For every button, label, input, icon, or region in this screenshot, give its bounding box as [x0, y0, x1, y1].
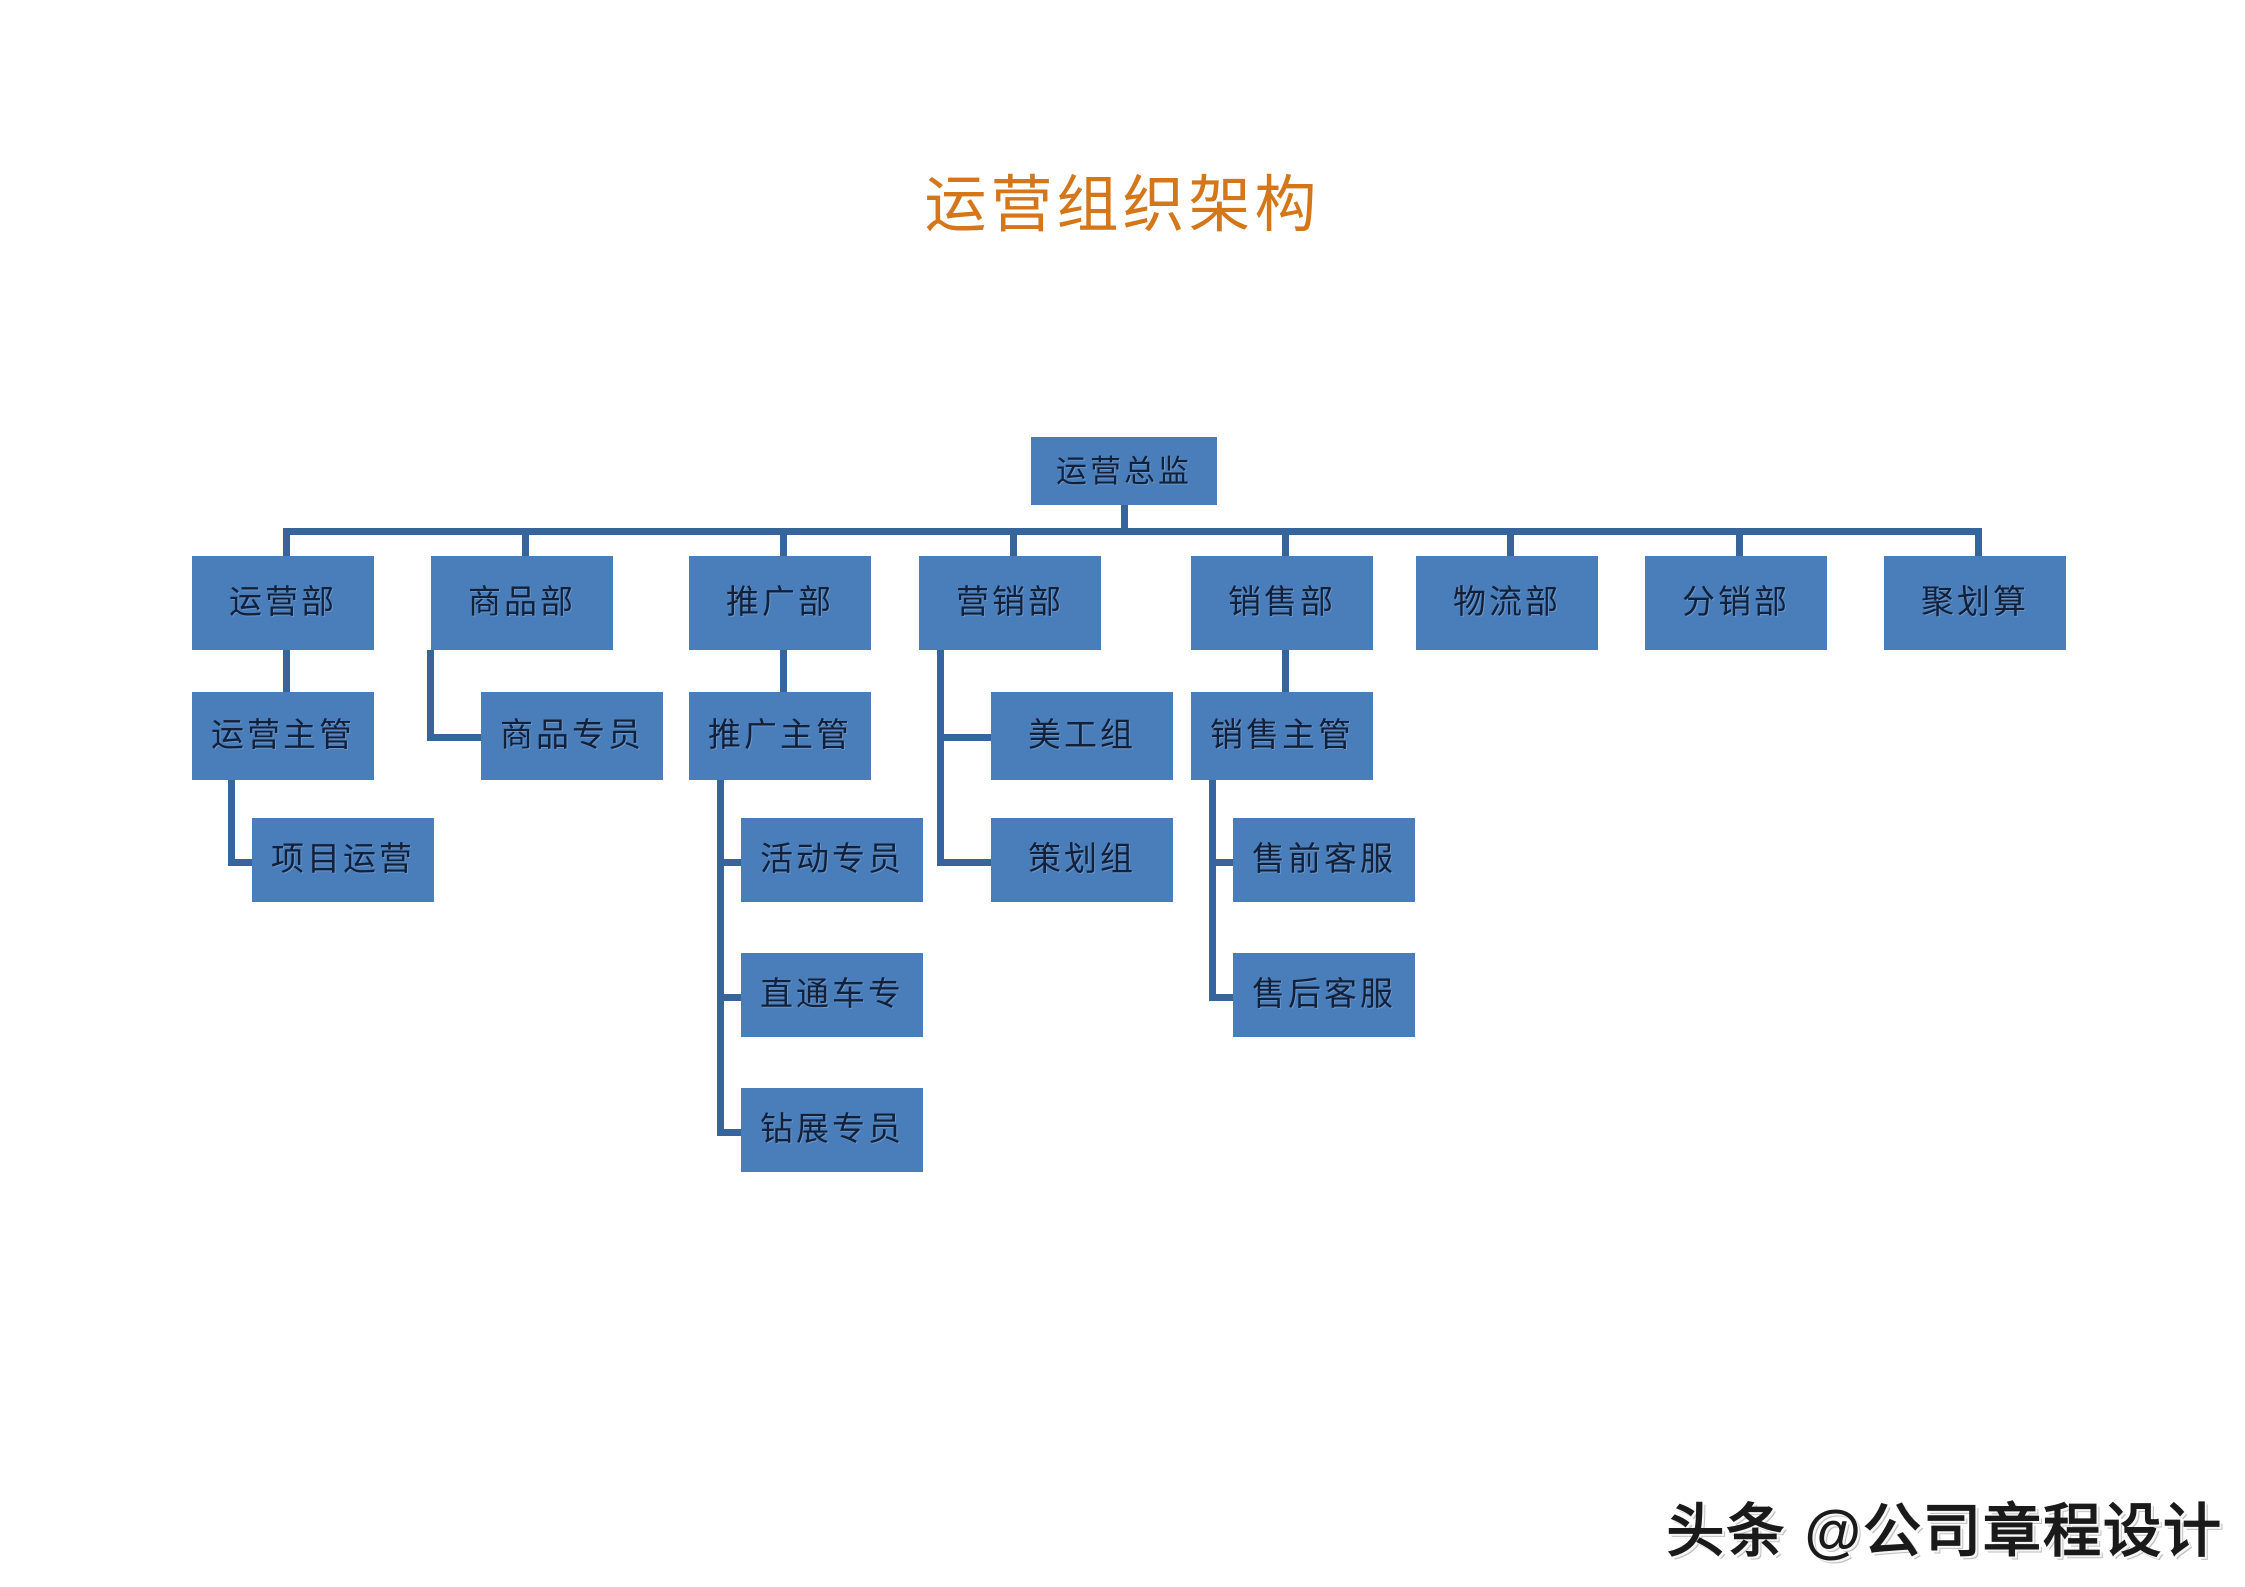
connector-promosup-trunk	[717, 780, 724, 1135]
page-title: 运营组织架构	[924, 172, 1321, 240]
node-dept-sales[interactable]: 销售部	[1191, 556, 1373, 650]
connector-bus-to-distribution	[1736, 528, 1743, 556]
node-promotion-supervisor[interactable]: 推广主管	[689, 692, 871, 780]
node-presale-service[interactable]: 售前客服	[1233, 818, 1415, 902]
watermark: 头条 @公司章程设计	[1666, 1499, 2223, 1564]
node-dept-distribution[interactable]: 分销部	[1645, 556, 1827, 650]
node-operations-supervisor[interactable]: 运营主管	[192, 692, 374, 780]
connector-opsup-drop	[228, 780, 235, 866]
node-dept-promotion[interactable]: 推广部	[689, 556, 871, 650]
node-dept-product[interactable]: 商品部	[431, 556, 613, 650]
node-planning-group[interactable]: 策划组	[991, 818, 1173, 902]
connector-marketing-to-design	[937, 734, 991, 741]
node-dept-logistics[interactable]: 物流部	[1416, 556, 1598, 650]
connector-bus-to-juhuasuan	[1975, 528, 1982, 556]
connector-main-bus	[283, 528, 1981, 535]
connector-bus-to-marketing	[1010, 528, 1017, 556]
node-project-operations[interactable]: 项目运营	[252, 818, 434, 902]
connector-bus-to-sales	[1282, 528, 1289, 556]
node-zuanzhan-specialist[interactable]: 钻展专员	[741, 1088, 923, 1172]
node-sales-supervisor[interactable]: 销售主管	[1191, 692, 1373, 780]
node-design-group[interactable]: 美工组	[991, 692, 1173, 780]
connector-marketing-trunk	[937, 650, 944, 865]
node-product-specialist[interactable]: 商品专员	[481, 692, 663, 780]
node-operations-director[interactable]: 运营总监	[1031, 437, 1217, 505]
connector-bus-to-product	[522, 528, 529, 556]
connector-root-stem	[1121, 505, 1128, 534]
connector-product-to-specialist	[427, 734, 481, 741]
connector-operations-to-supervisor	[283, 650, 290, 692]
node-activity-specialist[interactable]: 活动专员	[741, 818, 923, 902]
connector-salessup-trunk	[1209, 780, 1216, 1000]
node-aftersale-service[interactable]: 售后客服	[1233, 953, 1415, 1037]
connector-bus-to-logistics	[1507, 528, 1514, 556]
connector-bus-to-promotion	[780, 528, 787, 556]
connector-sales-to-supervisor	[1282, 650, 1289, 692]
node-dept-marketing[interactable]: 营销部	[919, 556, 1101, 650]
node-zhitongche-specialist[interactable]: 直通车专	[741, 953, 923, 1037]
node-dept-operations[interactable]: 运营部	[192, 556, 374, 650]
connector-product-drop	[427, 650, 434, 741]
connector-bus-to-operations	[283, 528, 290, 556]
node-dept-juhuasuan[interactable]: 聚划算	[1884, 556, 2066, 650]
connector-marketing-to-planning	[937, 859, 991, 866]
connector-promotion-to-supervisor	[780, 650, 787, 692]
